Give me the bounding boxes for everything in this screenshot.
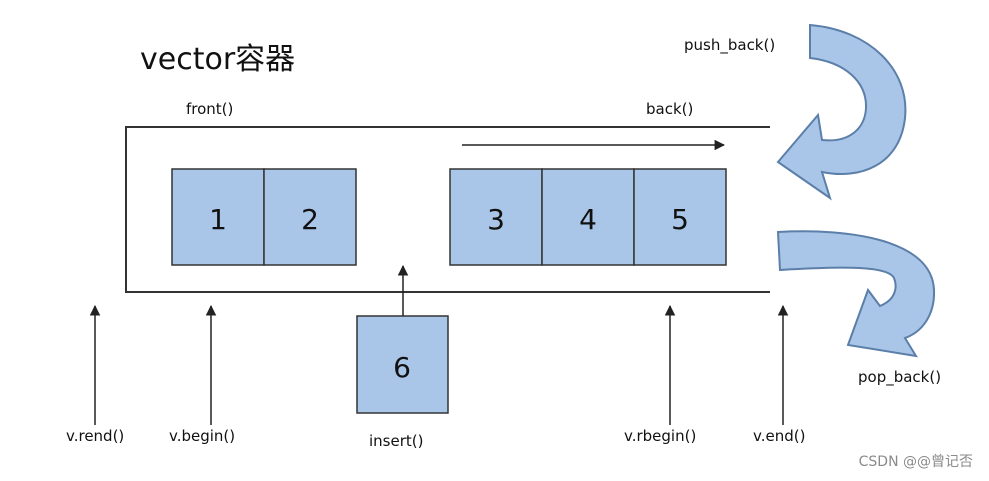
diagram-title: vector容器 [140, 42, 296, 77]
pop-back-curved-arrow [776, 230, 936, 358]
element-cell-3: 3 [449, 168, 543, 266]
inserted-element-value: 6 [393, 351, 411, 384]
element-cell-2: 2 [263, 168, 357, 266]
insert-label: insert() [369, 432, 424, 450]
push-back-curved-arrow [776, 23, 907, 201]
element-value-3: 3 [487, 203, 505, 236]
inserted-element-cell: 6 [356, 315, 449, 414]
element-value-5: 5 [671, 203, 689, 236]
back-label: back() [646, 100, 694, 118]
element-cell-1: 1 [171, 168, 265, 266]
end-label: v.end() [753, 427, 806, 445]
begin-label: v.begin() [169, 427, 236, 445]
element-cell-4: 4 [541, 168, 635, 266]
element-value-4: 4 [579, 203, 597, 236]
rend-label: v.rend() [66, 427, 125, 445]
element-value-1: 1 [209, 203, 227, 236]
element-cell-5: 5 [633, 168, 727, 266]
watermark-text: CSDN @@曾记否 [858, 454, 973, 470]
element-value-2: 2 [301, 203, 319, 236]
rbegin-label: v.rbegin() [624, 427, 697, 445]
container-outline [125, 126, 770, 293]
push-back-label: push_back() [684, 36, 776, 54]
front-label: front() [186, 100, 234, 118]
pop-back-label: pop_back() [858, 368, 942, 386]
